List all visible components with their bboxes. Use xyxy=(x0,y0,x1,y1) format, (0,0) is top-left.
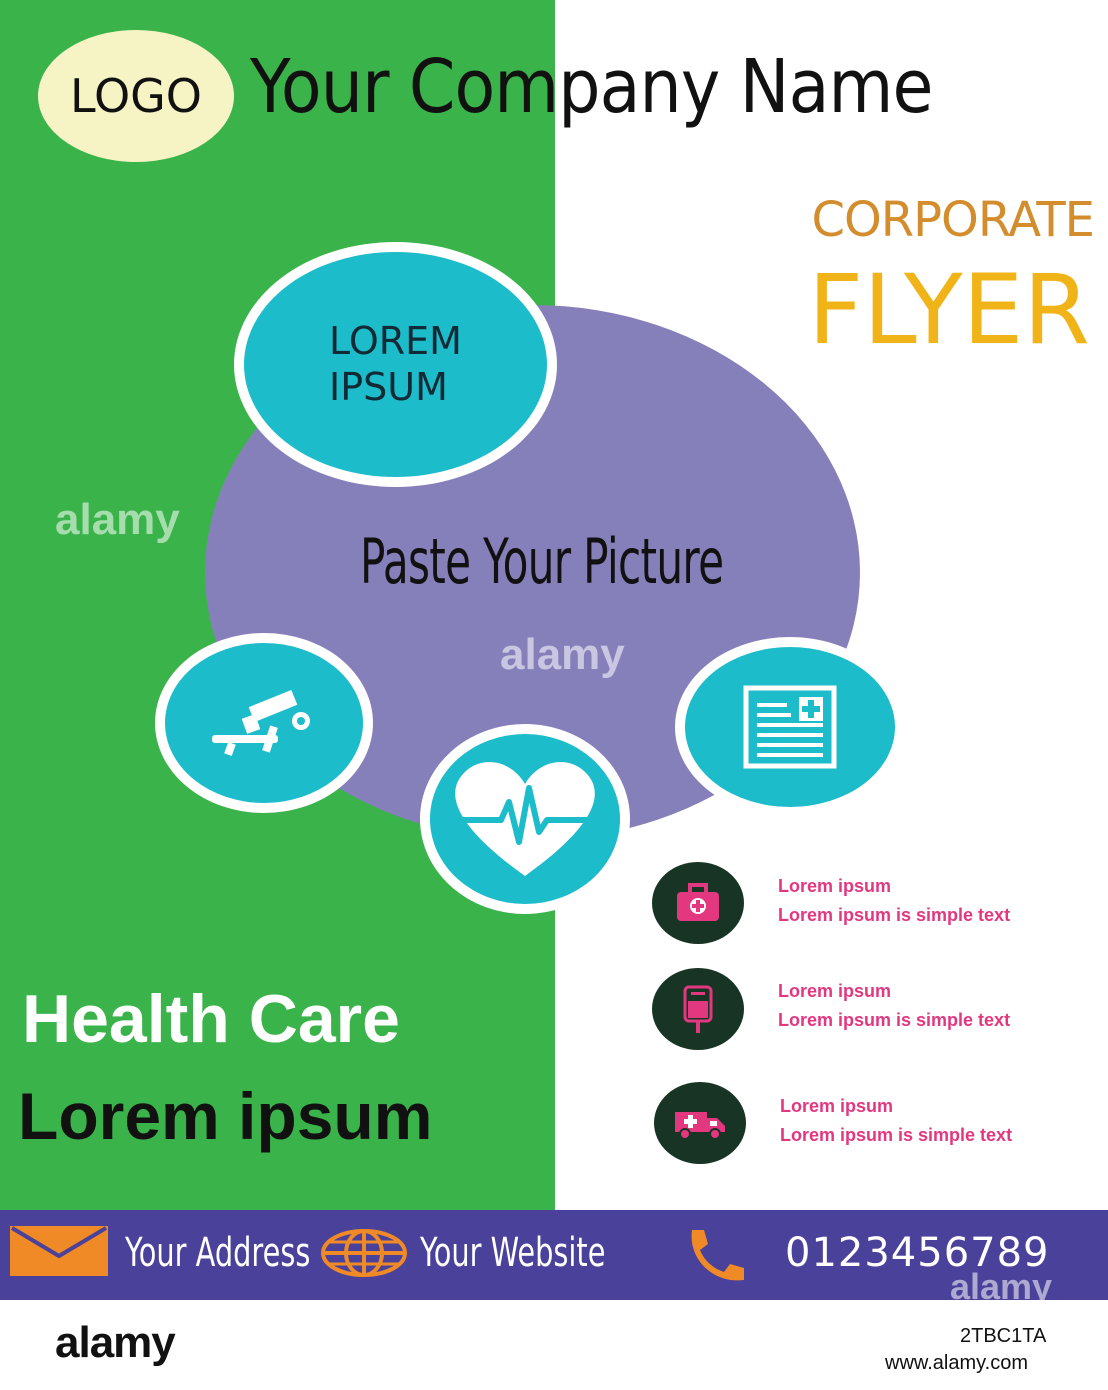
website-text[interactable]: Your Website xyxy=(420,1230,606,1276)
stock-image-id: 2TBC1TA xyxy=(960,1325,1047,1347)
globe-icon xyxy=(321,1229,407,1277)
lorem-bubble: LOREM IPSUM xyxy=(234,242,557,487)
health-care-title: Health Care xyxy=(22,981,400,1057)
contact-footer xyxy=(0,1210,1108,1300)
medical-chart-bubble xyxy=(675,637,905,817)
feature-icon-circle-3 xyxy=(654,1082,746,1164)
ambulance-icon xyxy=(675,1112,725,1140)
watermark-brand: alamy xyxy=(55,1318,176,1367)
xray-bubble xyxy=(155,633,373,813)
feature-title-3: Lorem ipsum xyxy=(780,1096,894,1116)
watermark-strip xyxy=(0,1300,1108,1390)
company-name: Your Company Name xyxy=(250,44,933,130)
phone-icon xyxy=(691,1230,744,1281)
feature-icon-circle-1 xyxy=(652,862,744,944)
medical-record-icon xyxy=(743,685,837,769)
logo-badge: LOGO xyxy=(38,30,234,162)
envelope-icon xyxy=(10,1226,108,1276)
address-text[interactable]: Your Address xyxy=(125,1230,311,1276)
heartbeat-icon xyxy=(455,761,595,876)
lorem-bubble-line2: IPSUM xyxy=(329,364,448,409)
logo-text: LOGO xyxy=(69,69,203,123)
lorem-bubble-text: LOREM IPSUM xyxy=(329,319,462,410)
feature-icon-circle-2 xyxy=(652,968,744,1050)
medical-kit-icon xyxy=(677,883,719,921)
watermark-overlay: alamy xyxy=(950,1266,1053,1307)
xray-machine-icon xyxy=(212,689,310,757)
phone-number[interactable]: 0123456789 xyxy=(785,1230,1050,1276)
heart-bubble xyxy=(420,724,630,914)
corporate-label: CORPORATE xyxy=(811,192,1095,248)
lorem-bubble-line1: LOREM xyxy=(329,318,462,363)
blood-bag-icon xyxy=(683,985,713,1033)
flyer-label: FLYER xyxy=(808,254,1090,366)
stock-url: www.alamy.com xyxy=(885,1352,1028,1374)
feature-text-2: Lorem ipsum is simple text xyxy=(778,1010,1011,1030)
feature-text-3: Lorem ipsum is simple text xyxy=(780,1125,1013,1145)
feature-text-1: Lorem ipsum is simple text xyxy=(778,905,1011,925)
watermark-overlay: alamy xyxy=(55,495,180,544)
paste-picture-text: Paste Your Picture xyxy=(360,525,724,598)
feature-title-1: Lorem ipsum xyxy=(778,876,892,896)
feature-title-2: Lorem ipsum xyxy=(778,981,892,1001)
watermark-overlay: alamy xyxy=(500,630,625,679)
left-subtitle: Lorem ipsum xyxy=(18,1079,433,1153)
